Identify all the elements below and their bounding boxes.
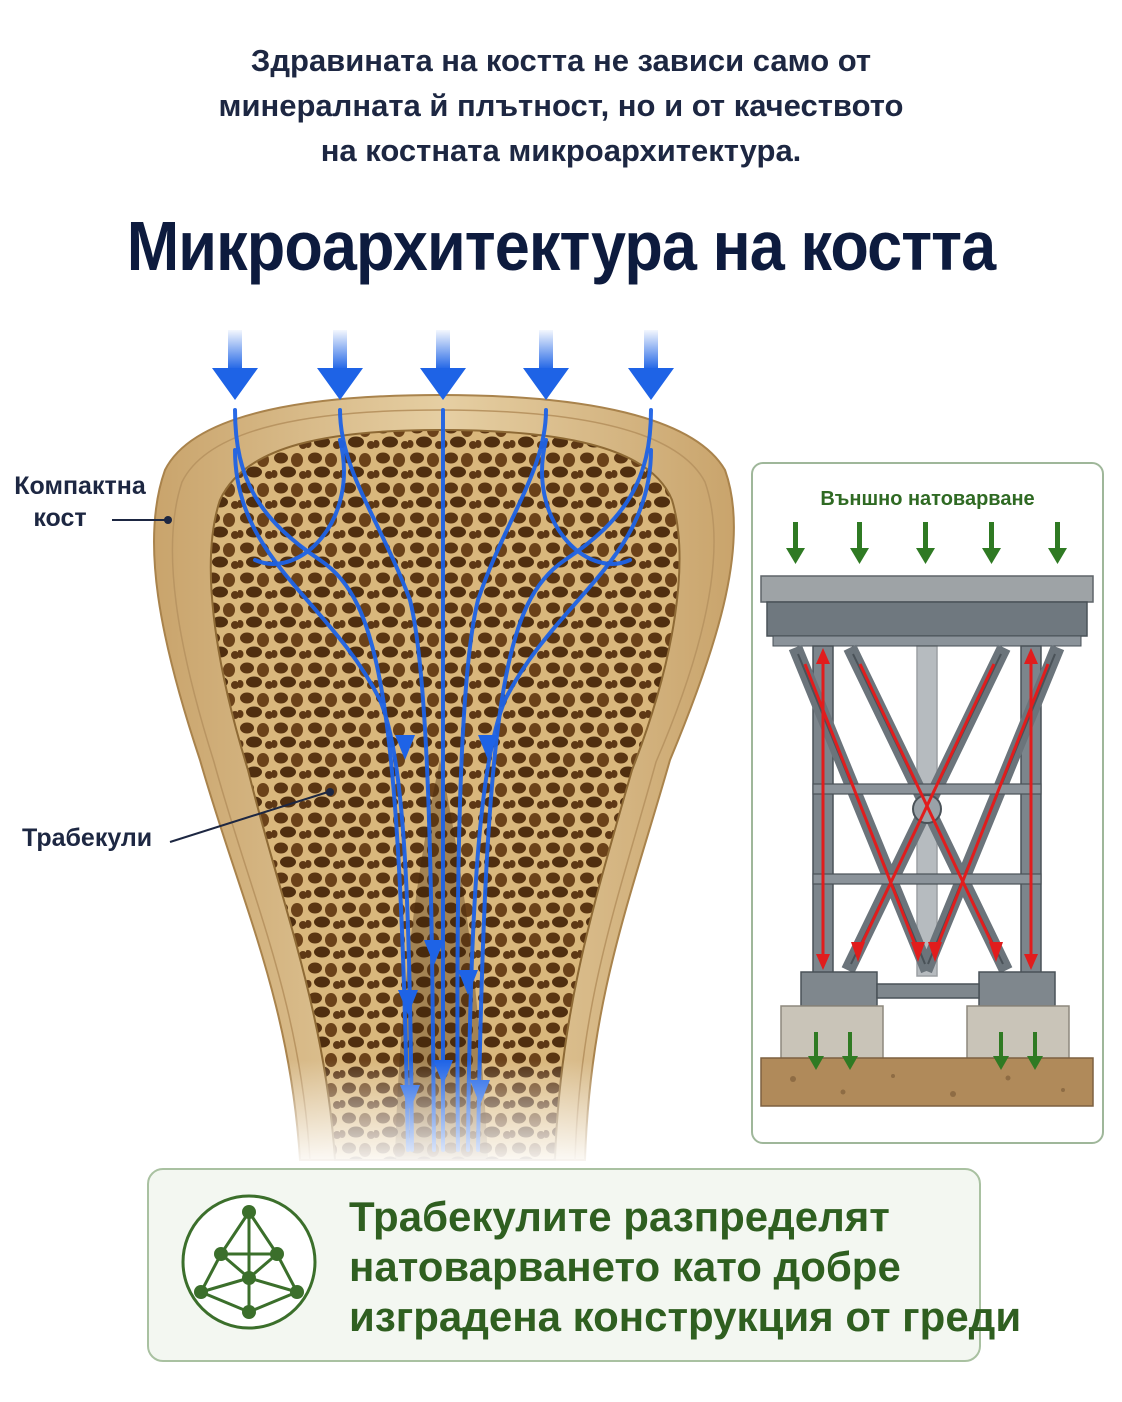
intro-text: Здравината на костта не зависи само от м… xyxy=(0,38,1122,173)
intro-line-1: Здравината на костта не зависи само от xyxy=(250,43,872,78)
truss-title: Външно натоварване xyxy=(820,488,1035,510)
compact-bone-label-line-1: Компактна xyxy=(14,472,146,500)
conclusion-callout: Трабекулите разпределят натоварването ка… xyxy=(147,1168,1022,1362)
truss-illustration xyxy=(760,522,1094,1107)
load-paths xyxy=(233,408,653,1152)
conclusion-line-2: натоварването като добре xyxy=(349,1243,901,1290)
conclusion-line-1: Трабекулите разпределят xyxy=(349,1193,890,1240)
compact-bone-label-line-2: кост xyxy=(33,504,87,532)
truss-panel: Външно натоварване xyxy=(751,462,1104,1144)
conclusion-line-3: изградена конструкция от греди xyxy=(349,1293,1022,1340)
external-load-arrows xyxy=(786,522,1067,564)
conclusion-text: Трабекулите разпределят натоварването ка… xyxy=(349,1192,1022,1342)
truss-network-icon xyxy=(181,1194,317,1330)
trabecular-core xyxy=(209,428,681,1161)
compact-bone-label: Компактна кост xyxy=(10,470,150,534)
intro-line-2: минералната й плътност, но и от качество… xyxy=(218,88,904,123)
trabeculae-label: Трабекули xyxy=(22,824,153,852)
intro-line-3: на костната микроархитектура. xyxy=(320,133,802,168)
load-arrows xyxy=(212,330,674,400)
page-title: Микроархитектура на костта xyxy=(126,207,996,285)
bone-illustration xyxy=(0,330,740,1170)
ground-load-arrows xyxy=(808,1032,1043,1070)
